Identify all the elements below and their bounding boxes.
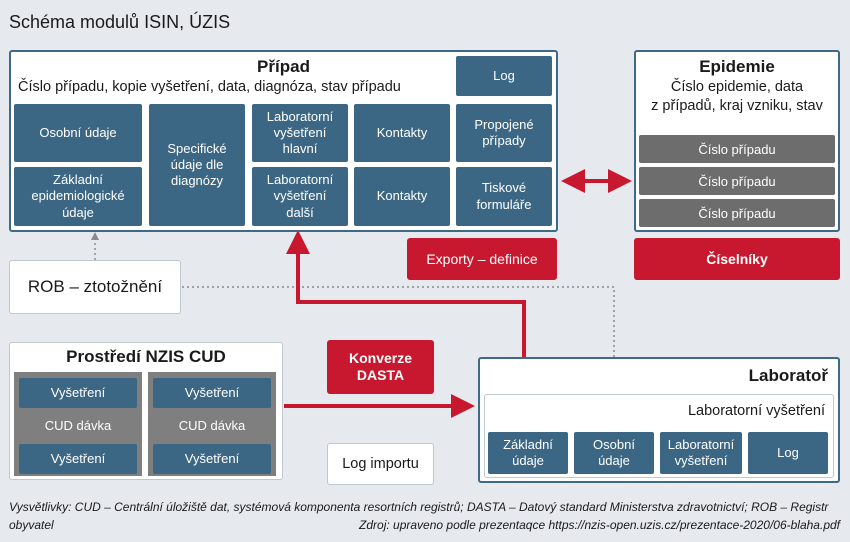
lab-vysetreni-dalsi-box: Laboratorní vyšetření další: [252, 167, 348, 226]
epidemie-line1: Číslo epidemie, data: [670, 79, 804, 95]
cislo-pripadu-box: Číslo případu: [639, 135, 835, 163]
cislo-pripadu-box: Číslo případu: [639, 199, 835, 227]
cud-davka-label: CUD dávka: [44, 418, 112, 433]
laborator-heading: Laboratoř: [748, 366, 828, 385]
epidemie-heading: Epidemie: [699, 57, 775, 76]
specificke-udaje-box: Specifické údaje dle diagnózy: [149, 104, 245, 226]
lab-osobni-udaje-box: Osobní údaje: [574, 432, 654, 474]
footnote-line2: obyvatel: [9, 518, 54, 532]
cud-davka-label: CUD dávka: [178, 418, 246, 433]
cislo-pripadu-box: Číslo případu: [639, 167, 835, 195]
diagram-title: Schéma modulů ISIN, ÚZIS: [9, 12, 231, 32]
footnote-line1: Vysvětlivky: CUD – Centrální úložiště da…: [9, 500, 829, 514]
lab-zakladni-udaje-box: Základní údaje: [488, 432, 568, 474]
vysetreni-box: Vyšetření: [153, 378, 271, 408]
lab-log-box: Log: [748, 432, 828, 474]
rob-box: ROB – ztotožnění: [9, 260, 181, 314]
log-importu-box: Log importu: [327, 443, 434, 485]
propojene-pripady-box: Propojené případy: [456, 104, 552, 162]
zakladni-epid-udaje-box: Základní epidemiologické údaje: [14, 167, 142, 226]
lab-vysetreni-hlavni-box: Laboratorní vyšetření hlavní: [252, 104, 348, 162]
kontakty-box: Kontakty: [354, 167, 450, 226]
lab-to-pripad-arrow: [286, 230, 526, 357]
konverze-dasta-box: Konverze DASTA: [327, 340, 434, 394]
source-note: Zdroj: upraveno podle prezentaqce https:…: [359, 518, 840, 532]
vysetreni-box: Vyšetření: [19, 378, 137, 408]
pripad-heading: Případ: [257, 57, 310, 76]
laboratorni-vysetreni-heading: Laboratorní vyšetření: [687, 403, 825, 419]
ciselniky-box: Číselníky: [634, 238, 840, 280]
vysetreni-box: Vyšetření: [19, 444, 137, 474]
nzis-cud-heading: Prostředí NZIS CUD: [66, 347, 226, 366]
lab-vysetreni-box: Laboratorní vyšetření: [660, 432, 742, 474]
vysetreni-box: Vyšetření: [153, 444, 271, 474]
pripad-log-box: Log: [456, 56, 552, 96]
pripad-subtitle: Číslo případu, kopie vyšetření, data, di…: [18, 79, 401, 95]
rob-to-lab-osobni-connector: [182, 286, 618, 428]
epidemie-line2: z případů, kraj vzniku, stav: [651, 98, 823, 114]
osobni-udaje-box: Osobní údaje: [14, 104, 142, 162]
kontakty-box: Kontakty: [354, 104, 450, 162]
exporty-definice-box: Exporty – definice: [407, 238, 557, 280]
tiskove-formulare-box: Tiskové formuláře: [456, 167, 552, 226]
